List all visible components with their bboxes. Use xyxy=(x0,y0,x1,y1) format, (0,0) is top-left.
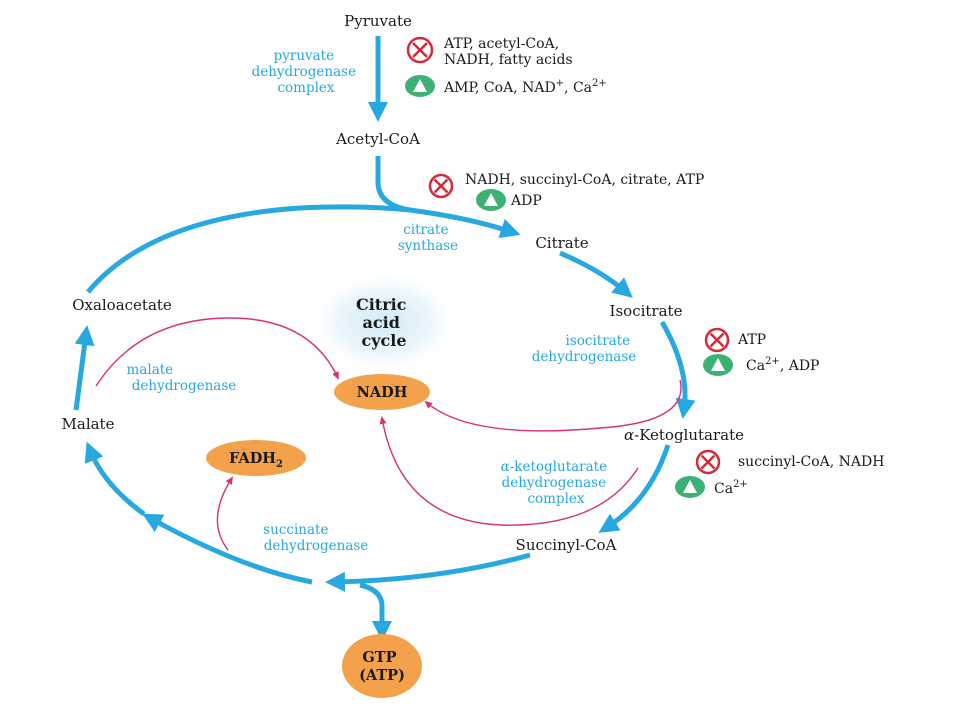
enzyme-pdh-line2: dehydrogenase xyxy=(252,64,356,80)
arrow-malate-dh-to-nadh xyxy=(95,317,339,387)
inhibitor-icon xyxy=(704,327,730,353)
nadh-label: NADH xyxy=(357,384,408,401)
akgdh-activators-sup: 2+ xyxy=(733,479,748,490)
idh-activators-ca: Ca xyxy=(746,358,765,374)
enzyme-akg-dh: α-ketoglutarate dehydrogenase complex xyxy=(501,459,612,507)
arrow-oxaloacetate-to-citrate xyxy=(86,204,411,294)
pdh-activators-main: AMP, CoA, NAD xyxy=(443,80,556,96)
center-label-line2: acid xyxy=(363,313,400,332)
idh-inhibitors: ATP xyxy=(737,332,766,348)
arrow-succinate-dh-to-fadh2 xyxy=(216,476,234,551)
label-acetyl-coa: Acetyl-CoA xyxy=(335,130,420,148)
center-label: Citric acid cycle xyxy=(356,295,412,350)
arrow-akg-to-succinylcoa xyxy=(598,444,671,533)
pdh-activators: AMP, CoA, NAD+, Ca2+ xyxy=(443,78,607,96)
arrow-akg-dh-to-nadh xyxy=(379,416,639,526)
label-succinyl-coa: Succinyl-CoA xyxy=(516,536,617,554)
enzyme-akgdh-alpha: α xyxy=(501,459,510,475)
arrow-to-gtp xyxy=(359,582,392,641)
nadh-product: NADH xyxy=(334,374,430,410)
center-label-line1: Citric xyxy=(356,295,407,314)
enzyme-idh-line2: dehydrogenase xyxy=(532,349,636,365)
gtp-label: GTP (ATP) xyxy=(359,649,405,684)
pdh-inhibitors-line1: ATP, acetyl-CoA, xyxy=(443,36,559,52)
enzyme-akgdh-line3: complex xyxy=(527,491,584,507)
pdh-activators-sup2: 2+ xyxy=(592,78,607,89)
idh-activators-rest: , ADP xyxy=(780,358,820,374)
pdh-inhibitors-line2: NADH, fatty acids xyxy=(444,52,573,68)
enzyme-pdh-line1: pyruvate xyxy=(274,48,335,64)
label-isocitrate: Isocitrate xyxy=(610,302,683,320)
arrow-malate-to-oxaloacetate xyxy=(73,325,95,411)
cs-activators: ADP xyxy=(510,193,542,209)
fadh2-product: FADH2 xyxy=(206,440,306,476)
idh-activators-sup: 2+ xyxy=(765,356,780,367)
pdh-activators-sep: , Ca xyxy=(564,80,592,96)
arrow-isocitrate-to-akg xyxy=(659,320,696,419)
enzyme-cs-line2: synthase xyxy=(398,238,458,254)
fadh2-main: FADH xyxy=(229,450,276,467)
activator-icon xyxy=(675,476,705,498)
enzyme-malate-dh: malate dehydrogenase xyxy=(127,362,237,394)
label-alpha-ketoglutarate: α-Ketoglutarate xyxy=(624,426,744,444)
fadh2-sub: 2 xyxy=(276,459,283,470)
center-glow xyxy=(306,270,462,374)
arrow-fumarate-to-malate xyxy=(84,441,146,517)
inhibitor-icon xyxy=(428,173,454,199)
arrow-isocitrate-dh-to-nadh xyxy=(424,379,682,432)
activator-icon xyxy=(703,354,733,376)
akg-name: -Ketoglutarate xyxy=(634,426,744,444)
center-label-line3: cycle xyxy=(361,331,406,350)
enzyme-pdh-line3: complex xyxy=(277,80,334,96)
enzyme-mdh-line2: dehydrogenase xyxy=(132,378,236,394)
arrow-acetylcoa-to-citrate xyxy=(375,156,521,239)
label-oxaloacetate: Oxaloacetate xyxy=(72,296,172,314)
akgdh-activators-ca: Ca xyxy=(714,481,733,497)
akgdh-inhibitors: succinyl-CoA, NADH xyxy=(738,454,884,470)
enzyme-sdh-line1: succinate xyxy=(263,522,328,538)
label-malate: Malate xyxy=(62,415,115,433)
idh-activators: Ca2+, ADP xyxy=(746,356,819,374)
arrow-succinylcoa-to-succinate xyxy=(325,552,531,592)
activator-icon xyxy=(405,75,435,97)
gtp-line1: GTP xyxy=(362,649,396,666)
label-pyruvate: Pyruvate xyxy=(344,12,412,30)
enzyme-cs-line1: citrate xyxy=(403,222,448,238)
enzyme-mdh-line1: malate xyxy=(127,362,174,378)
arrow-citrate-to-isocitrate xyxy=(559,250,633,298)
enzyme-citrate-synthase: citrate synthase xyxy=(398,222,458,254)
enzyme-akgdh-line2: dehydrogenase xyxy=(502,475,606,491)
pdh-inhibitors: ATP, acetyl-CoA, NADH, fatty acids xyxy=(443,36,573,68)
enzyme-akgdh-name: -ketoglutarate xyxy=(510,459,607,475)
inhibitor-icon xyxy=(695,449,721,475)
pdh-activators-sup1: + xyxy=(556,78,564,89)
fadh2-label: FADH2 xyxy=(229,450,283,470)
enzyme-isocitrate-dh: isocitrate dehydrogenase xyxy=(532,333,636,365)
label-citrate: Citrate xyxy=(535,234,588,252)
enzyme-idh-line1: isocitrate xyxy=(566,333,631,349)
enzyme-succinate-dh: succinate dehydrogenase xyxy=(263,522,368,554)
cs-inhibitors: NADH, succinyl-CoA, citrate, ATP xyxy=(465,172,704,188)
gtp-product: GTP (ATP) xyxy=(342,634,422,698)
activator-icon xyxy=(476,189,506,211)
enzyme-sdh-line2: dehydrogenase xyxy=(264,538,368,554)
arrow-succinate-to-fumarate xyxy=(142,513,313,585)
inhibitor-icon xyxy=(406,36,434,64)
gtp-line2: (ATP) xyxy=(359,667,405,684)
enzyme-pdh: pyruvate dehydrogenase complex xyxy=(252,48,361,96)
enzyme-akgdh-line1: α-ketoglutarate xyxy=(501,459,607,475)
alpha-symbol: α xyxy=(624,426,634,444)
akgdh-activators: Ca2+ xyxy=(714,479,748,497)
